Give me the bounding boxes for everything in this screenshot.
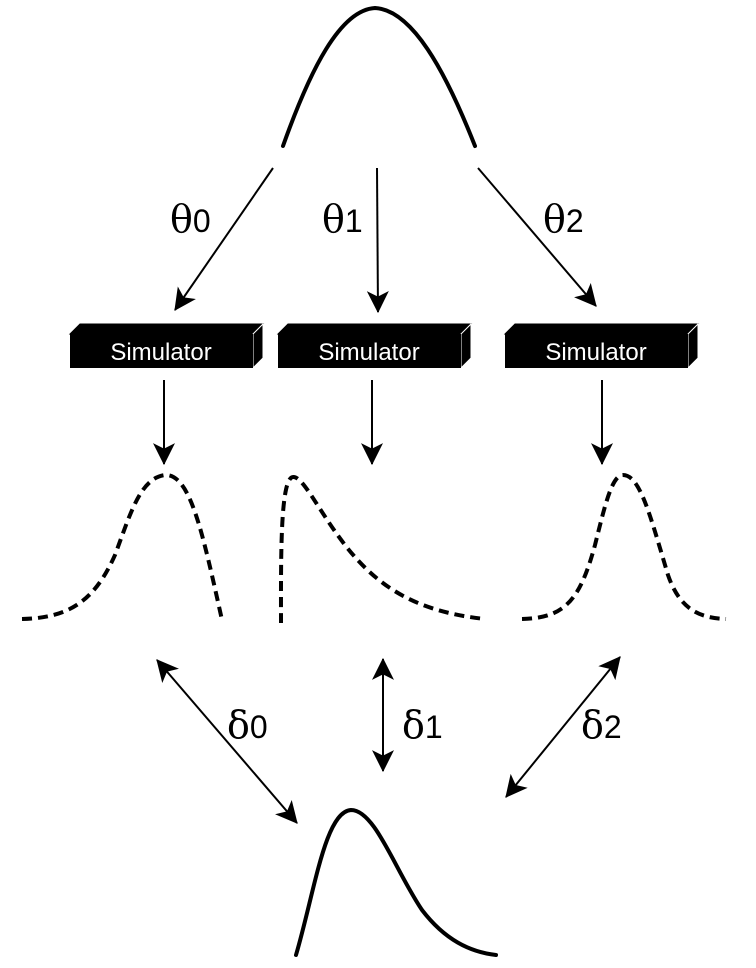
simulator-label-2: Simulator — [545, 339, 646, 366]
theta2-arrow — [477, 167, 597, 307]
simulator-label-1: Simulator — [318, 339, 419, 366]
simulator-box-2: Simulator — [503, 322, 700, 370]
delta1-label: δ1 — [402, 703, 443, 747]
simulator-label-0: Simulator — [110, 339, 211, 366]
observed-distribution-curve — [294, 808, 498, 957]
theta1-label: θ1 — [322, 197, 363, 241]
prior-distribution-curve — [281, 6, 477, 148]
simulated-distribution-0-curve — [21, 472, 224, 621]
theta2-label: θ2 — [543, 197, 584, 241]
simulated-distribution-1-curve — [278, 475, 486, 624]
simulated-distribution-2-curve — [521, 472, 727, 621]
theta1-arrow — [366, 167, 389, 314]
theta0-label: θ0 — [170, 197, 211, 241]
delta0-label: δ0 — [227, 703, 268, 747]
simulator-box-1: Simulator — [276, 322, 473, 370]
delta0-arrow — [156, 659, 298, 824]
theta0-arrow — [174, 167, 274, 311]
simulator-box-0: Simulator — [68, 322, 265, 370]
delta2-label: δ2 — [581, 703, 622, 747]
delta2-arrow — [505, 656, 621, 798]
